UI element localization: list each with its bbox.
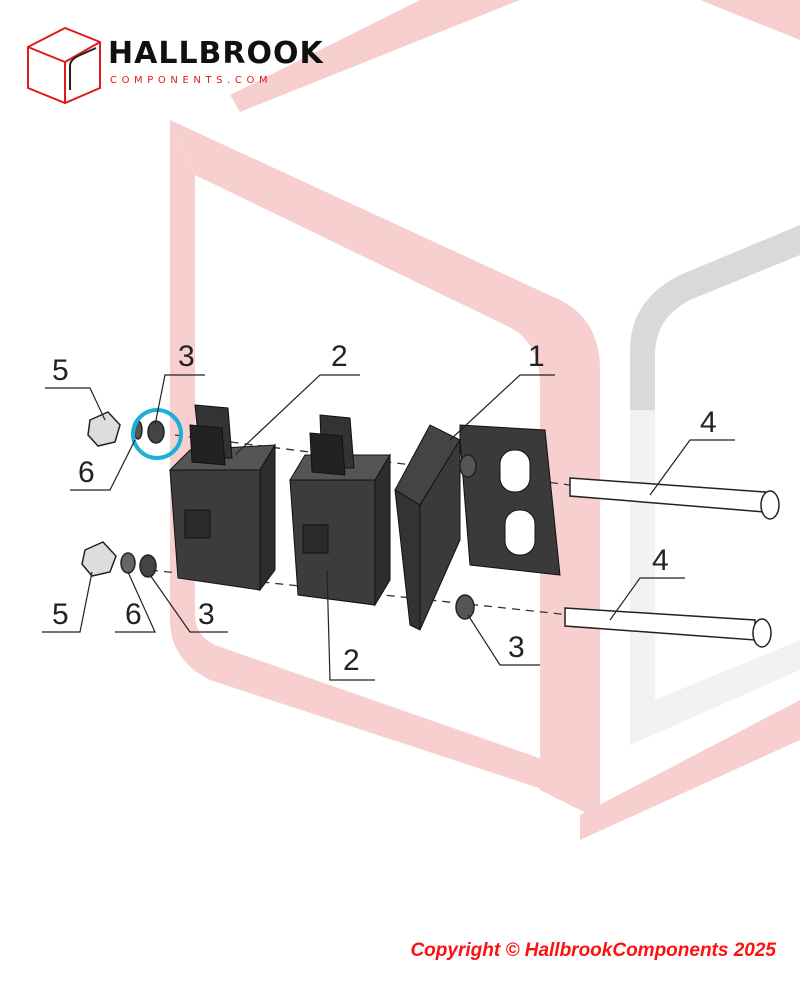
callout-3-bottom-right: 3 [508, 631, 525, 664]
watermark-hexagon [170, 0, 800, 840]
logo-title: HALLBROOK [108, 36, 324, 71]
callout-1: 1 [528, 340, 545, 373]
leader-lines [42, 374, 735, 681]
callout-5-top: 5 [52, 354, 69, 387]
callout-4-bottom: 4 [652, 544, 669, 577]
logo-subtitle: COMPONENTS.COM [110, 75, 273, 86]
fasteners [81, 411, 477, 620]
part-1-bracket [394, 424, 561, 631]
callout-3-top: 3 [178, 340, 195, 373]
callout-2-bottom: 2 [343, 644, 360, 677]
copyright-notice: Copyright © HallbrookComponents 2025 [410, 940, 776, 961]
part-2-block-left [168, 404, 276, 592]
callout-labels: 5 3 2 1 4 6 5 6 3 2 3 4 [52, 340, 717, 677]
callout-6-bottom: 6 [125, 598, 142, 631]
part-2-block-right [289, 414, 391, 607]
callout-5-bottom: 5 [52, 598, 69, 631]
logo-cube-icon [27, 26, 101, 105]
callout-3-bottom-left: 3 [198, 598, 215, 631]
highlight-circle [131, 408, 183, 460]
callout-4-top: 4 [700, 406, 717, 439]
callout-2-top: 2 [331, 340, 348, 373]
callout-6-top: 6 [78, 456, 95, 489]
